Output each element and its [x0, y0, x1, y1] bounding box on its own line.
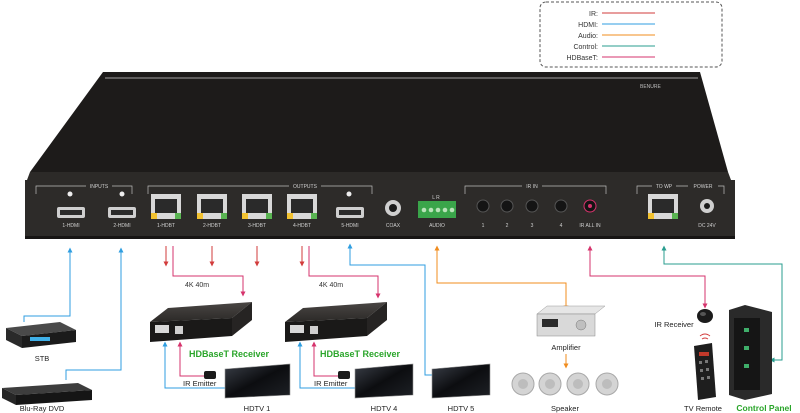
cable-hdbt-1	[172, 246, 246, 297]
matrix-chassis: BENURE	[25, 72, 735, 239]
port-ir-2[interactable]: 2	[500, 199, 514, 229]
port-ir-3[interactable]: 3	[525, 199, 539, 229]
audio-pin-labels: L R	[432, 195, 440, 201]
cable-hdmi-out5	[347, 243, 432, 376]
hdtv-4: HDTV 4	[354, 363, 414, 413]
port-hdbt-out-2[interactable]: 2-HDBT	[197, 194, 227, 229]
bluray-device: Blu-Ray DVD	[2, 383, 92, 413]
port-ir-1[interactable]: 1	[476, 199, 490, 229]
label-hdtv1: HDTV 1	[244, 404, 271, 413]
port-group-brackets	[35, 185, 725, 194]
port-label-ir3: 3	[531, 223, 534, 229]
label-amplifier: Amplifier	[551, 343, 581, 352]
group-label-to-wp: TO WP	[656, 184, 673, 190]
label-hdtv4: HDTV 4	[371, 404, 398, 413]
label-hdtv5: HDTV 5	[448, 404, 475, 413]
cable-control-panel	[661, 245, 783, 363]
port-coax[interactable]: COAX	[385, 200, 401, 229]
stb-device: STB	[6, 322, 76, 363]
cables	[23, 243, 783, 389]
label-tv-remote: TV Remote	[684, 404, 722, 413]
port-audio[interactable]: L R AUDIO	[418, 195, 456, 229]
cable-hdmi-stb	[23, 247, 73, 322]
hdbaset-receiver-2: HDBaseT Receiver	[285, 302, 401, 359]
cable-audio	[434, 245, 569, 311]
speakers: Speaker	[511, 372, 619, 413]
port-label-power: DC 24V	[698, 223, 716, 229]
legend-label-ir: IR:	[589, 11, 598, 18]
port-ir-all-in[interactable]: IR ALL IN	[579, 199, 601, 229]
port-to-wp[interactable]	[648, 194, 678, 219]
hdbaset-receiver-1: HDBaseT Receiver	[150, 302, 270, 359]
legend-label-hdbaset: HDBaseT:	[566, 55, 598, 62]
cable-ir-receiver	[587, 245, 708, 309]
port-hdbt-out-3[interactable]: 3-HDBT	[242, 194, 272, 229]
port-label-in1: 1-HDMI	[62, 223, 79, 229]
port-label-irall: IR ALL IN	[579, 223, 601, 229]
port-hdmi-in-2[interactable]: 2-HDMI	[108, 191, 136, 230]
ir-emitter-2: IR Emitter	[314, 371, 350, 388]
cable-ir-emitter1	[177, 341, 204, 377]
ir-receiver-device: IR Receiver	[654, 309, 713, 329]
label-bluray: Blu-Ray DVD	[20, 404, 65, 413]
link-label-hdbt1: 4K 40m	[185, 282, 209, 289]
port-label-in2: 2-HDMI	[113, 223, 130, 229]
port-ir-4[interactable]: 4	[554, 199, 568, 229]
port-label-ir4: 4	[560, 223, 563, 229]
control-panel-device: Control Panel	[729, 305, 792, 413]
group-label-inputs: INPUTS	[90, 184, 109, 190]
cable-hdbt-2	[308, 246, 381, 299]
cable-hdmi-bluray	[65, 247, 124, 380]
group-labels: INPUTS OUTPUTS IR IN TO WP POWER	[86, 182, 718, 190]
port-label-ir1: 1	[482, 223, 485, 229]
port-label-out3: 3-HDBT	[248, 223, 266, 229]
link-label-hdbt2: 4K 40m	[319, 282, 343, 289]
legend-label-hdmi: HDMI:	[578, 22, 598, 29]
port-label-out1: 1-HDBT	[157, 223, 175, 229]
cable-ir-emitter2	[311, 341, 338, 377]
port-label-ir2: 2	[506, 223, 509, 229]
group-label-power: POWER	[694, 184, 713, 190]
port-label-out5: 5-HDMI	[341, 223, 358, 229]
ir-emitter-1: IR Emitter	[183, 371, 217, 388]
port-label-out4: 4-HDBT	[293, 223, 311, 229]
port-hdmi-in-1[interactable]: 1-HDMI	[57, 191, 85, 230]
label-receiver-1: HDBaseT Receiver	[189, 349, 270, 359]
cable-hdmi-rx1	[162, 341, 225, 389]
cable-hdmi-rx2	[297, 341, 355, 389]
port-label-audio: AUDIO	[429, 223, 445, 229]
label-receiver-2: HDBaseT Receiver	[320, 349, 401, 359]
hdtv-1: HDTV 1	[224, 363, 291, 413]
label-speaker: Speaker	[551, 404, 579, 413]
port-hdbt-out-1[interactable]: 1-HDBT	[151, 194, 181, 229]
legend: IR: HDMI: Audio: Control: HDBaseT:	[539, 1, 723, 68]
label-emitter-1: IR Emitter	[183, 379, 217, 388]
port-label-coax: COAX	[386, 223, 401, 229]
amplifier-device: Amplifier	[536, 305, 606, 352]
hdtv-5: HDTV 5	[431, 363, 491, 413]
label-emitter-2: IR Emitter	[314, 379, 348, 388]
label-control-panel: Control Panel	[736, 403, 791, 413]
wifi-signal-icon	[699, 333, 711, 340]
group-label-ir-in: IR IN	[526, 184, 538, 190]
port-hdmi-out-5[interactable]: 5-HDMI	[336, 191, 364, 230]
port-power[interactable]: DC 24V	[698, 199, 716, 229]
brand-mark: BENURE	[640, 84, 662, 90]
port-hdbt-out-4[interactable]: 4-HDBT	[287, 194, 317, 229]
legend-label-audio: Audio:	[578, 33, 598, 40]
group-label-outputs: OUTPUTS	[293, 184, 318, 190]
label-ir-receiver: IR Receiver	[654, 320, 694, 329]
tv-remote: TV Remote	[684, 333, 722, 413]
label-stb: STB	[35, 354, 50, 363]
legend-label-control: Control:	[573, 44, 598, 51]
port-label-out2: 2-HDBT	[203, 223, 221, 229]
